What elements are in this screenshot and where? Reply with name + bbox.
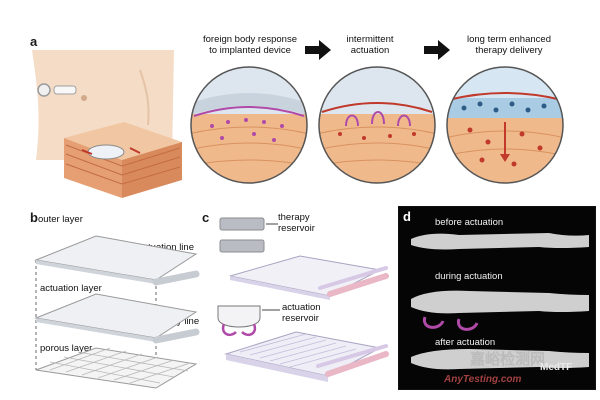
- actuation-layer-label: actuation layer: [40, 283, 102, 294]
- actuation-line-label: actuation line: [138, 242, 194, 253]
- step1-line1: foreign body response: [202, 34, 297, 45]
- actuation-reservoir-label-2: reservoir: [282, 313, 319, 324]
- porous-layer-label: porous layer: [40, 343, 93, 354]
- outer-layer-label: outer layer: [38, 214, 83, 225]
- device-layer-stack: [34, 235, 200, 389]
- step3-line1: long term enhanced: [467, 34, 551, 45]
- panel-d-letter: d: [403, 209, 411, 224]
- skin-cross-section: [64, 122, 182, 198]
- step2-line2: actuation: [350, 45, 390, 56]
- arrow-right-icon: [305, 40, 331, 60]
- step2-line1: intermittent: [346, 34, 394, 45]
- circle-foreign-body-response: [190, 66, 308, 184]
- step3-line2: therapy delivery: [475, 45, 543, 56]
- arrow-right-icon: [424, 40, 450, 60]
- therapy-reservoir-label-2: reservoir: [278, 223, 315, 234]
- actuation-reservoir-label-1: actuation: [282, 302, 321, 313]
- watermark-cn: 嘉峪检测网: [470, 351, 546, 368]
- panel-b-letter: b: [30, 210, 38, 225]
- actuation-photo-panel: d before actuation during actuation afte…: [398, 206, 596, 390]
- therapy-reservoir-label-1: therapy: [278, 212, 310, 223]
- after-actuation-label: after actuation: [435, 337, 496, 348]
- watermark-en: AnyTesting.com: [444, 374, 522, 385]
- panel-a-letter: a: [30, 34, 38, 49]
- circle-intermittent-actuation: [318, 66, 436, 184]
- watermark-brand: MedTF: [540, 362, 573, 373]
- reservoir-devices: [217, 217, 389, 382]
- before-actuation-label: before actuation: [435, 217, 504, 228]
- step1-line2: to implanted device: [209, 45, 291, 56]
- circle-enhanced-delivery: [446, 66, 564, 184]
- during-actuation-label: during actuation: [435, 271, 503, 282]
- torso-illustration: [32, 50, 182, 198]
- panel-c-letter: c: [202, 210, 210, 225]
- device-photos: [411, 233, 589, 370]
